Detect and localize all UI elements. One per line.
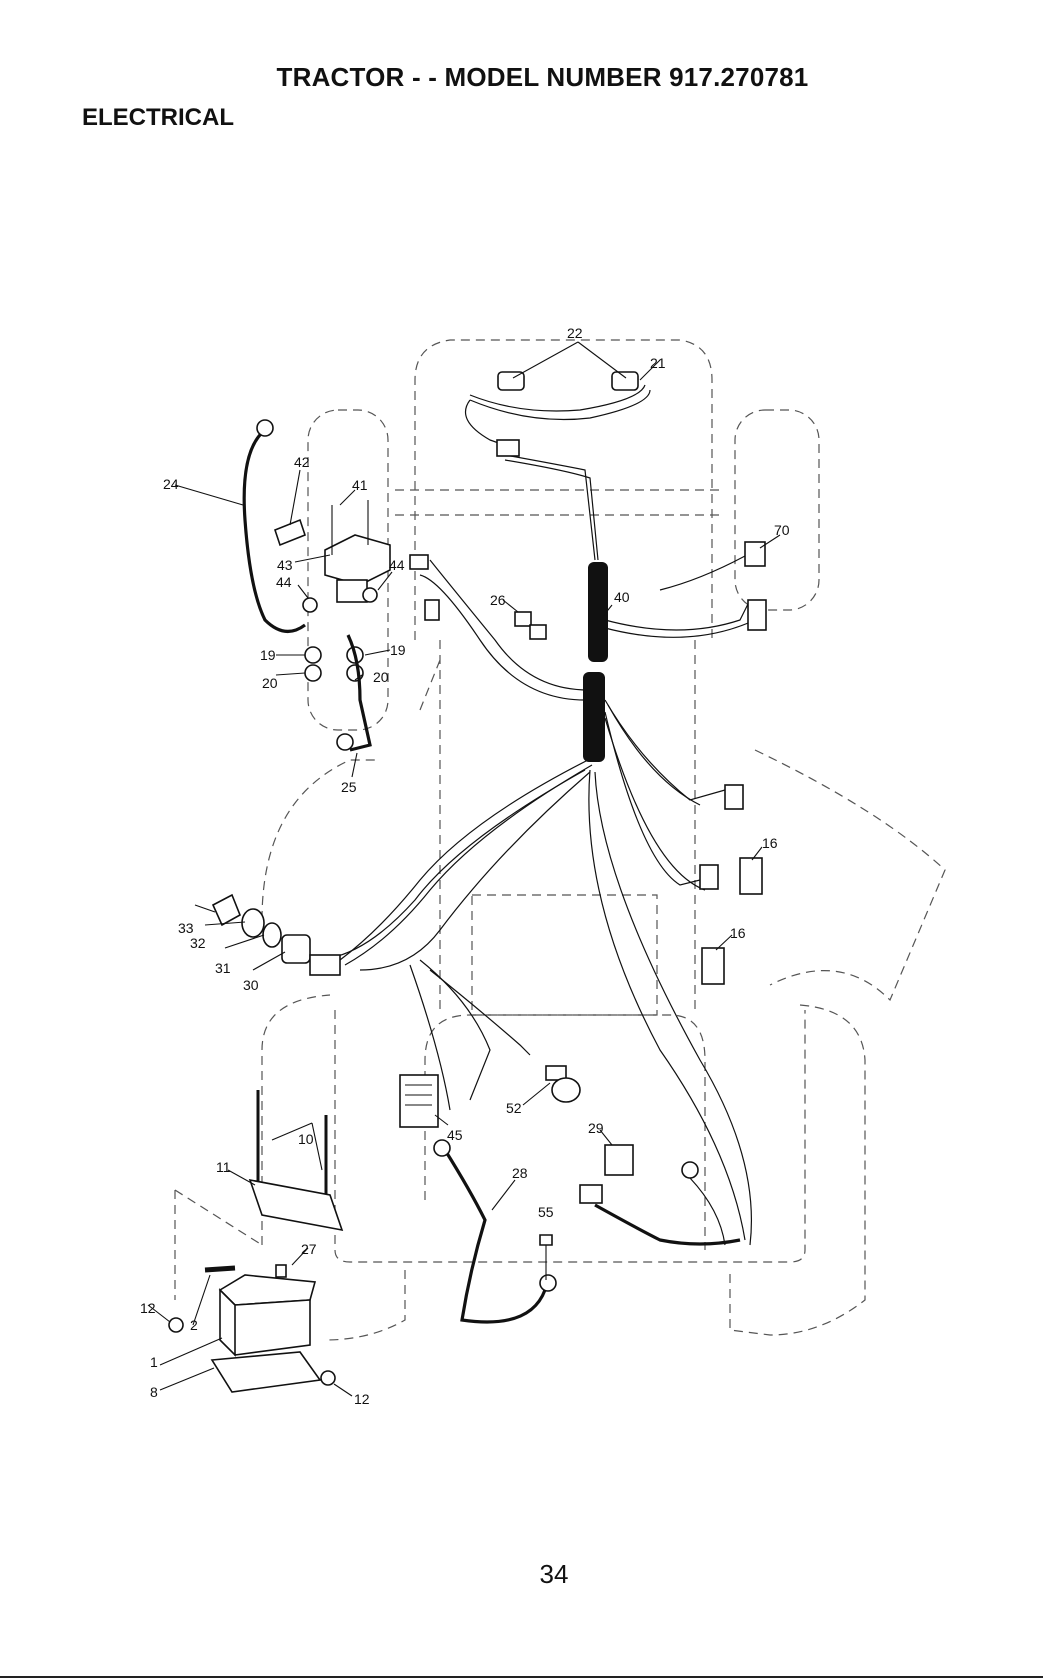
callout-27: 27 <box>301 1241 317 1257</box>
dash-outline <box>395 490 725 515</box>
front-tire-right <box>735 410 819 610</box>
battery-tray-8 <box>212 1352 320 1392</box>
headlight-bulb-left <box>498 372 524 390</box>
callout-16-lower: 16 <box>730 925 746 941</box>
connector-16-lower <box>702 948 724 984</box>
module-45 <box>400 1075 438 1127</box>
fender-left <box>262 760 380 920</box>
bolt-55 <box>540 1235 552 1245</box>
bezel-32 <box>242 909 264 937</box>
callout-52: 52 <box>506 1100 522 1116</box>
nut-12-left <box>169 1318 183 1332</box>
harness-loom-upper <box>588 562 608 662</box>
connector-70b <box>748 600 766 630</box>
nut-12-right <box>321 1371 335 1385</box>
callout-45: 45 <box>447 1127 463 1143</box>
switch-plug <box>310 955 340 975</box>
callout-43: 43 <box>277 557 293 573</box>
headlight-bulb-right <box>612 372 638 390</box>
solenoid-body <box>337 580 367 602</box>
harness-plug-top <box>497 440 519 456</box>
switch-29-plug <box>580 1185 602 1203</box>
callout-31: 31 <box>215 960 231 976</box>
callout-20-left: 20 <box>262 675 278 691</box>
ignition-switch-group <box>213 895 340 975</box>
seat-area-components <box>400 1066 740 1280</box>
callout-44-right: 44 <box>389 557 405 573</box>
callout-33: 33 <box>178 920 194 936</box>
washer-19-left <box>305 647 321 663</box>
solenoid-bracket <box>325 535 390 585</box>
callout-21: 21 <box>650 355 666 371</box>
callout-12-left: 12 <box>140 1300 156 1316</box>
connector-70 <box>745 542 765 566</box>
callout-55: 55 <box>538 1204 554 1220</box>
callout-41: 41 <box>352 477 368 493</box>
callout-28: 28 <box>512 1165 528 1181</box>
callout-2: 2 <box>190 1317 198 1333</box>
rear-tire-right <box>730 1005 865 1335</box>
main-harness <box>330 560 755 1245</box>
headlight-harness <box>466 372 651 560</box>
callout-44-left: 44 <box>276 574 292 590</box>
callout-29: 29 <box>588 1120 604 1136</box>
harness-loom-lower <box>583 672 605 762</box>
rear-panel <box>425 1015 705 1250</box>
callout-22: 22 <box>567 325 583 341</box>
connector-16-upper <box>740 858 762 894</box>
callout-26: 26 <box>490 592 506 608</box>
callout-32: 32 <box>190 935 206 951</box>
callout-16-upper: 16 <box>762 835 778 851</box>
callout-8: 8 <box>150 1384 158 1400</box>
switch-29 <box>605 1145 633 1175</box>
callout-25: 25 <box>341 779 357 795</box>
callout-19-right: 19 <box>390 642 406 658</box>
callout-20-right: 20 <box>373 669 389 685</box>
coil-cord <box>595 1205 740 1244</box>
callout-1: 1 <box>150 1354 158 1370</box>
callout-11: 11 <box>216 1159 231 1175</box>
page-number: 34 <box>0 1559 1043 1590</box>
key-33 <box>213 895 240 925</box>
callout-70: 70 <box>774 522 790 538</box>
callout-30: 30 <box>243 977 259 993</box>
bolt-2 <box>205 1268 235 1270</box>
switch-30 <box>282 935 310 963</box>
nut-31 <box>263 923 281 947</box>
hood-connectors <box>410 555 546 639</box>
callout-10: 10 <box>298 1131 314 1147</box>
rear-body <box>335 1010 805 1262</box>
connector-52-bulb <box>552 1078 580 1102</box>
frame-outline <box>420 640 695 1010</box>
terminal-27 <box>276 1265 286 1277</box>
cable-28 <box>445 1150 545 1322</box>
connector-right-lower <box>700 865 718 889</box>
callout-12-right: 12 <box>354 1391 370 1407</box>
callout-19-left: 19 <box>260 647 276 663</box>
callout-40: 40 <box>614 589 630 605</box>
callout-24: 24 <box>163 476 179 492</box>
hold-down-11 <box>250 1180 342 1230</box>
fender-right <box>755 750 945 1000</box>
connector-right-upper <box>725 785 743 809</box>
right-connectors <box>660 542 766 984</box>
callout-42: 42 <box>294 454 310 470</box>
nut-20-left <box>305 665 321 681</box>
